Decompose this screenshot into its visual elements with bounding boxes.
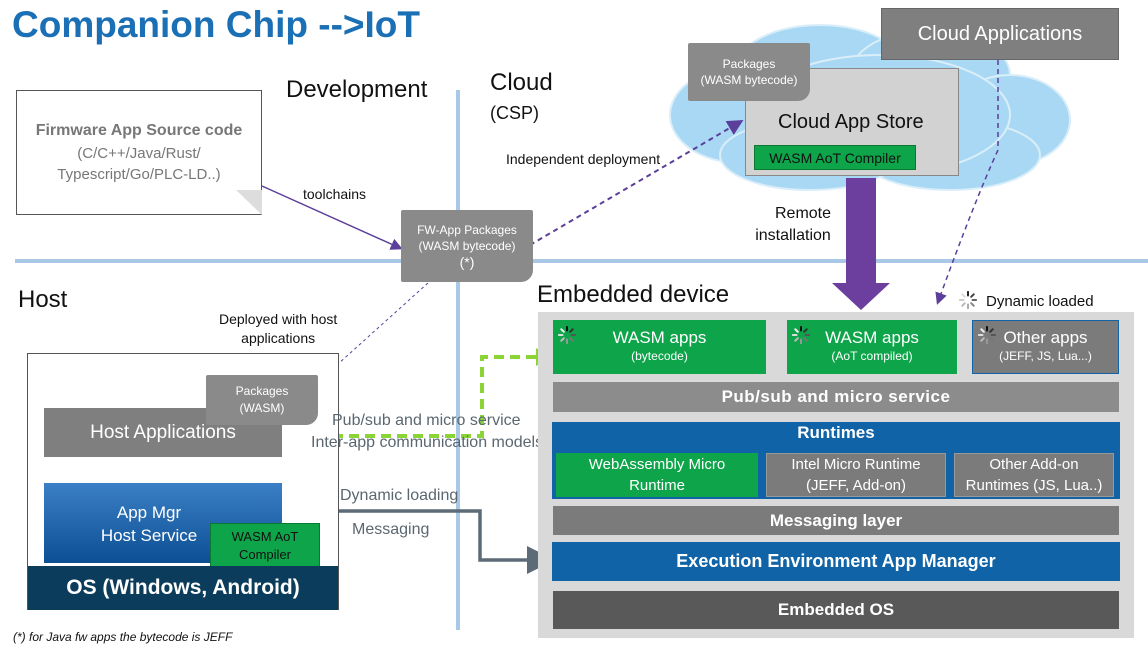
- runtime-line-2: (JEFF, Add-on): [805, 477, 907, 494]
- app-box-wasm-aot: WASM apps (AoT compiled): [787, 320, 957, 374]
- firmware-line-2: Typescript/Go/PLC-LD..): [57, 166, 221, 183]
- runtime-wamr: WebAssembly Micro Runtime: [556, 453, 758, 497]
- runtime-line-1: Other Add-on: [989, 456, 1079, 473]
- cloud-app-store-box: Cloud App Store WASM AoT Compiler: [745, 68, 959, 176]
- firmware-title: Firmware App Source code: [35, 122, 243, 139]
- independent-deployment-label: Independent deployment: [506, 151, 661, 167]
- spinner-icon: [792, 326, 810, 344]
- messaging-layer-bar: Messaging layer: [553, 506, 1119, 535]
- app-mgr-text: App Mgr Host Service: [44, 501, 254, 547]
- runtime-line-2: Runtime: [629, 477, 685, 494]
- runtime-other-addon: Other Add-on Runtimes (JS, Lua..): [954, 453, 1114, 497]
- exec-env-bar: Execution Environment App Manager: [552, 542, 1120, 581]
- footnote: (*) for Java fw apps the bytecode is JEF…: [13, 630, 233, 644]
- deployed-with-host-label: Deployed with host applications: [219, 311, 337, 346]
- embedded-os-bar: Embedded OS: [553, 591, 1119, 629]
- app-box-other: Other apps (JEFF, JS, Lua...): [972, 320, 1119, 374]
- section-cloud-sub: (CSP): [490, 103, 539, 123]
- deployed-line-2: applications: [241, 330, 316, 346]
- app-sub: (bytecode): [631, 349, 688, 363]
- app-box-wasm-bytecode: WASM apps (bytecode): [553, 320, 766, 374]
- cloud-packages-line-2: (WASM bytecode): [700, 73, 798, 87]
- host-packages: Packages (WASM): [206, 375, 318, 425]
- host-os-bar: OS (Windows, Android): [28, 566, 338, 610]
- host-compiler-line-1: WASM AoT: [231, 529, 299, 544]
- fw-packages-line-2: (WASM bytecode): [418, 239, 516, 253]
- section-host: Host: [18, 286, 68, 313]
- messaging-label: Messaging: [352, 521, 430, 538]
- dynamic-loaded-spinner-icon: [959, 291, 977, 309]
- pubsub-label: Pub/sub and micro service: [332, 412, 521, 429]
- fw-packages-line-3: (*): [459, 254, 475, 270]
- section-embedded: Embedded device: [537, 281, 730, 308]
- interapp-label: Inter-app communication models: [311, 434, 544, 451]
- app-title: Other apps: [1003, 328, 1088, 347]
- host-compiler-line-2: Compiler: [238, 547, 291, 562]
- cloud-app-store-title: Cloud App Store: [778, 111, 924, 133]
- firmware-page-fold: [236, 190, 262, 215]
- app-mgr-line-2: Host Service: [100, 526, 198, 545]
- app-sub: (JEFF, JS, Lua...): [999, 349, 1092, 363]
- page-title: Companion Chip -->IoT: [12, 4, 420, 45]
- cloud-aot-compiler: WASM AoT Compiler: [754, 145, 916, 170]
- app-mgr-line-1: App Mgr: [116, 503, 182, 522]
- section-cloud: Cloud: [490, 69, 553, 96]
- remote-installation-label: Remote installation: [755, 205, 832, 245]
- firmware-line-1: (C/C++/Java/Rust/: [77, 145, 201, 162]
- app-title: WASM apps: [825, 328, 919, 347]
- dynamic-loaded-label: Dynamic loaded: [986, 293, 1094, 310]
- remote-line-1: Remote: [775, 205, 832, 222]
- runtimes-box: Runtimes WebAssembly Micro Runtime Intel…: [552, 422, 1120, 499]
- cloud-applications-box: Cloud Applications: [881, 8, 1119, 60]
- pubsub-bar: Pub/sub and micro service: [553, 382, 1119, 412]
- deployed-line-1: Deployed with host: [219, 311, 338, 327]
- spinner-icon: [978, 326, 996, 344]
- runtime-line-1: WebAssembly Micro: [588, 456, 726, 473]
- dynamic-loading-label: Dynamic loading: [340, 487, 459, 504]
- remote-line-2: installation: [755, 227, 831, 244]
- host-aot-compiler: WASM AoT Compiler: [210, 523, 320, 569]
- spinner-icon: [558, 326, 576, 344]
- runtimes-title: Runtimes: [797, 423, 875, 442]
- toolchains-label: toolchains: [303, 186, 367, 202]
- firmware-source-box: Firmware App Source code (C/C++/Java/Rus…: [16, 90, 262, 215]
- section-development: Development: [286, 76, 428, 103]
- runtime-intel-micro: Intel Micro Runtime (JEFF, Add-on): [766, 453, 946, 497]
- app-sub: (AoT compiled): [831, 349, 913, 363]
- app-title: WASM apps: [612, 328, 707, 347]
- runtime-line-1: Intel Micro Runtime: [791, 456, 921, 473]
- host-packages-line-1: Packages: [235, 384, 289, 398]
- fw-packages-line-1: FW-App Packages: [417, 223, 517, 237]
- cloud-packages-line-1: Packages: [722, 57, 776, 71]
- runtime-line-2: Runtimes (JS, Lua..): [965, 477, 1103, 494]
- fw-app-packages: FW-App Packages (WASM bytecode) (*): [401, 210, 533, 282]
- cloud-packages: Packages (WASM bytecode): [688, 43, 810, 101]
- host-packages-line-2: (WASM): [239, 401, 285, 415]
